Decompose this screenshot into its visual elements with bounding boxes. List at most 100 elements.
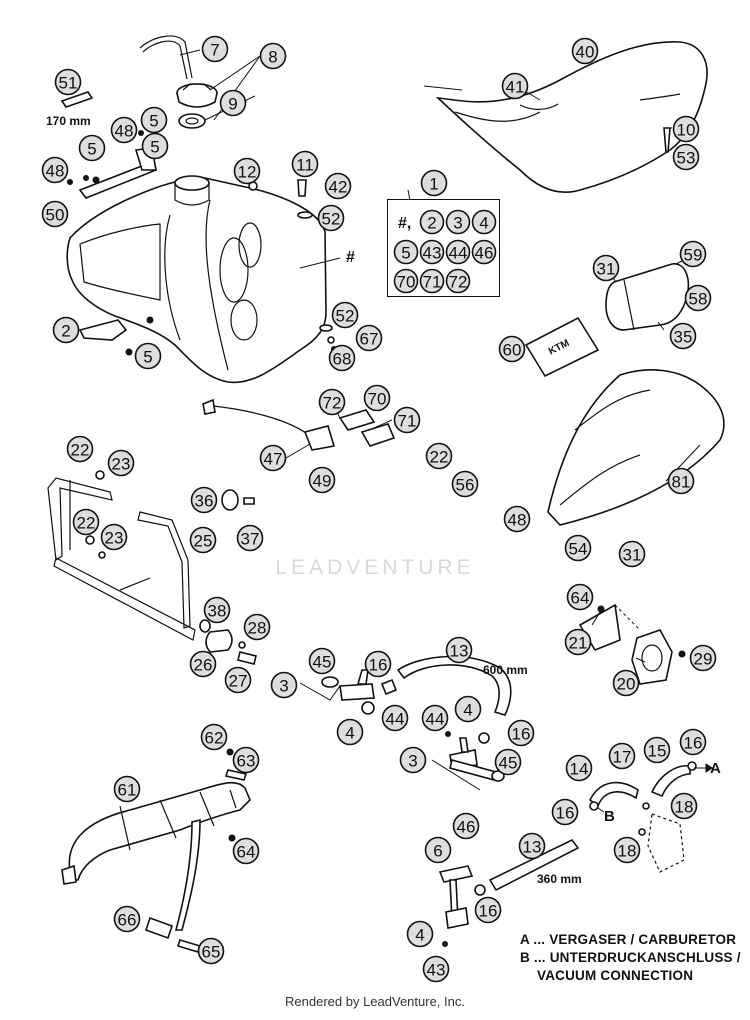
callout-9: 9 [219,89,247,117]
svg-text:5: 5 [401,244,410,263]
svg-text:25: 25 [194,532,213,551]
svg-text:11: 11 [296,156,314,175]
callout-8: 8 [259,42,287,70]
svg-text:50: 50 [46,206,65,225]
callout-45-right: 45 [494,748,522,776]
svg-text:36: 36 [195,492,214,511]
callout-18-b: 18 [613,836,641,864]
tank-support-frame [47,477,196,641]
svg-text:53: 53 [677,149,696,168]
hose-15 [650,765,691,798]
svg-text:16: 16 [369,656,388,675]
callout-23-a: 23 [107,449,135,477]
svg-text:52: 52 [336,307,355,326]
svg-text:16: 16 [479,902,498,921]
svg-text:3: 3 [279,677,288,696]
svg-text:22: 22 [430,448,449,467]
callout-16-d: 16 [551,798,579,826]
callout-63: 63 [232,746,260,774]
svg-text:23: 23 [105,529,124,548]
seat-screw [663,127,671,153]
cap-gasket [178,113,206,129]
cover-plate-2 [360,423,396,447]
svg-text:52: 52 [322,210,341,229]
svg-text:6: 6 [433,842,442,861]
svg-text:45: 45 [499,754,518,773]
hose-13-360 [488,838,580,892]
svg-text:15: 15 [648,742,667,761]
spacer-36 [221,489,239,511]
callout-29: 29 [689,644,717,672]
callout-16-a: 16 [364,650,392,678]
svg-text:42: 42 [329,178,348,197]
callout-64-top: 64 [566,583,594,611]
legend-line-b1: B ... UNTERDRUCKANSCHLUSS / [520,950,741,965]
small-bracket [78,319,128,341]
svg-text:46: 46 [457,818,476,837]
svg-text:41: 41 [506,78,525,97]
vent-hose [139,35,193,79]
callout-37: 37 [236,524,264,552]
fuel-tank [66,175,327,384]
callout-81: 81 [667,467,695,495]
kit-item-70: 70 [393,268,419,294]
svg-text:43: 43 [427,961,446,980]
callout-53: 53 [672,143,700,171]
fuel-tap-left [299,669,375,715]
callout-59: 59 [679,240,707,268]
connector-label-b: B [604,808,615,825]
callout-4-c: 4 [406,920,434,948]
kit-contents-box: #, 2 3 4 5 43 44 46 70 71 72 [387,199,500,297]
callout-22-a: 22 [66,435,94,463]
callout-10: 10 [672,115,700,143]
callout-23-b: 23 [100,523,128,551]
callout-72: 72 [318,388,346,416]
side-panel [547,369,725,526]
svg-text:58: 58 [689,290,708,309]
callout-64-bottom: 64 [232,837,260,865]
kit-item-2: 2 [419,209,445,235]
callout-17: 17 [608,742,636,770]
callout-11: 11 [291,150,319,178]
svg-text:81: 81 [672,473,691,492]
svg-text:17: 17 [613,748,632,767]
kit-item-3: 3 [445,209,471,235]
svg-text:28: 28 [248,619,267,638]
luggage-rack [61,781,251,940]
callout-48-mid: 48 [503,505,531,533]
callout-43: 43 [422,955,450,983]
callout-56: 56 [451,470,479,498]
callout-65: 65 [197,937,225,965]
svg-text:31: 31 [597,260,616,279]
callout-5-c: 5 [141,132,169,160]
svg-text:63: 63 [237,752,256,771]
callout-5-a: 5 [140,106,168,134]
svg-text:29: 29 [694,650,713,669]
legend-line-a: A ... VERGASER / CARBURETOR [520,932,737,947]
svg-text:16: 16 [512,725,531,744]
svg-text:14: 14 [570,760,589,779]
svg-text:16: 16 [684,734,703,753]
callout-16-e: 16 [474,896,502,924]
svg-text:59: 59 [684,246,703,265]
svg-text:44: 44 [386,710,405,729]
callout-21: 21 [564,628,592,656]
svg-text:22: 22 [77,514,96,533]
petcock [438,865,486,947]
svg-text:66: 66 [118,911,137,930]
svg-text:31: 31 [623,546,642,565]
callout-44-a: 44 [381,704,409,732]
kit-item-5: 5 [393,239,419,265]
kit-item-4: 4 [471,209,497,235]
callout-40: 40 [571,37,599,65]
svg-text:45: 45 [313,653,332,672]
svg-text:71: 71 [398,412,417,431]
tool-bag [605,263,690,331]
dim-360: 360 mm [537,872,582,886]
callout-16-b: 16 [507,719,535,747]
svg-text:21: 21 [569,634,588,653]
svg-text:7: 7 [210,41,219,60]
callout-7: 7 [201,35,229,63]
bush-67 [327,336,335,344]
